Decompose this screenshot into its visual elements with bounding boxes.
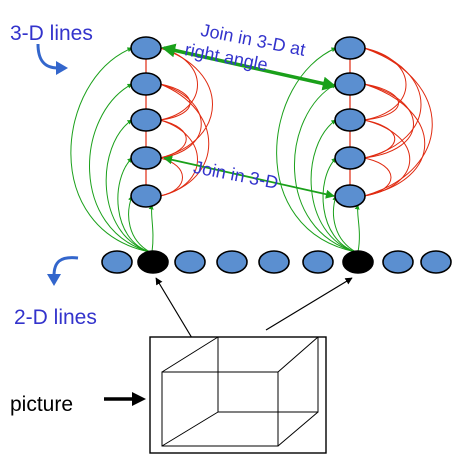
node-3d: [130, 184, 162, 208]
node-3d: [130, 146, 162, 170]
node-2d-active: [342, 250, 374, 274]
red-loops-right: [363, 47, 433, 197]
node-2d: [420, 250, 452, 274]
node-2d-active: [137, 250, 169, 274]
curved-arrow-3d: [36, 43, 68, 75]
node-2d: [302, 250, 334, 274]
node-3d: [130, 72, 162, 96]
node-2d: [101, 250, 133, 274]
node-3d: [334, 36, 366, 60]
node-2d: [216, 250, 248, 274]
node-3d: [334, 146, 366, 170]
node-2d: [258, 250, 290, 274]
cube-picture: [149, 336, 327, 454]
column-3d-right: [334, 36, 366, 208]
node-3d: [334, 72, 366, 96]
node-3d: [130, 36, 162, 60]
label-join-right-angle: Join in 3-D at right angle: [183, 20, 307, 75]
label-join-3d: Join in 3-D: [192, 157, 280, 193]
column-3d-left: [130, 36, 162, 208]
label-3d-lines: 3-D lines: [10, 22, 93, 45]
label-picture: picture: [10, 393, 73, 416]
picture-pointer-arrow: [104, 392, 146, 406]
node-3d: [334, 184, 366, 208]
node-2d: [382, 250, 414, 274]
curved-arrow-2d: [47, 256, 79, 286]
green-fan-left: [70, 47, 154, 253]
node-3d: [334, 108, 366, 132]
label-2d-lines: 2-D lines: [14, 306, 97, 329]
row-2d-nodes: [101, 250, 452, 274]
node-2d: [174, 250, 206, 274]
node-3d: [130, 108, 162, 132]
join-links: [161, 43, 337, 199]
